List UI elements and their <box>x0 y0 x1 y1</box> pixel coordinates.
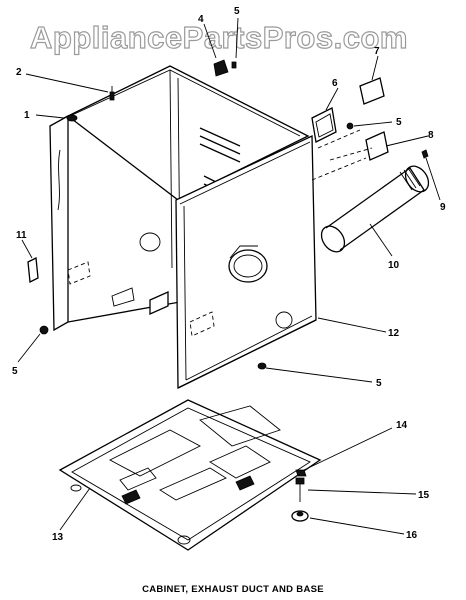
plate-8 <box>365 131 389 161</box>
hinge-4 <box>213 59 237 77</box>
callout-12: 12 <box>388 328 400 339</box>
exhaust-duct-10 <box>320 165 430 253</box>
bolt-5-left <box>39 325 49 335</box>
bolt-5-right <box>257 362 267 370</box>
callout-5-right: 5 <box>376 378 382 389</box>
callout-16: 16 <box>406 530 418 541</box>
callout-13: 13 <box>52 532 64 543</box>
callout-5-duct: 5 <box>396 117 402 128</box>
nut-14 <box>295 469 307 477</box>
callout-15: 15 <box>418 490 430 501</box>
callout-6: 6 <box>332 78 338 89</box>
label-11 <box>27 256 39 284</box>
screw-2 <box>109 86 115 101</box>
base-13 <box>58 399 322 551</box>
gasket-6 <box>311 107 337 143</box>
callout-2: 2 <box>16 67 22 78</box>
callout-4: 4 <box>198 14 204 25</box>
diagram-caption: CABINET, EXHAUST DUCT AND BASE <box>142 584 324 595</box>
foot-16 <box>291 510 309 522</box>
screw-5-duct <box>346 122 354 130</box>
clip-1 <box>66 114 78 122</box>
callout-9: 9 <box>440 202 446 213</box>
callout-8: 8 <box>428 130 434 141</box>
leg-15 <box>295 477 305 502</box>
callout-7: 7 <box>374 46 380 57</box>
callout-5-left: 5 <box>12 366 18 377</box>
watermark: AppliancePartsPros.com <box>30 20 408 55</box>
cabinet <box>49 65 317 390</box>
callout-10: 10 <box>388 260 400 271</box>
callout-1: 1 <box>24 110 30 121</box>
callout-5-top: 5 <box>234 6 240 17</box>
clamp-9 <box>421 149 429 159</box>
callout-14: 14 <box>396 420 408 431</box>
callout-11: 11 <box>16 230 27 241</box>
plate-7 <box>359 77 385 105</box>
leader-lines <box>17 17 441 535</box>
